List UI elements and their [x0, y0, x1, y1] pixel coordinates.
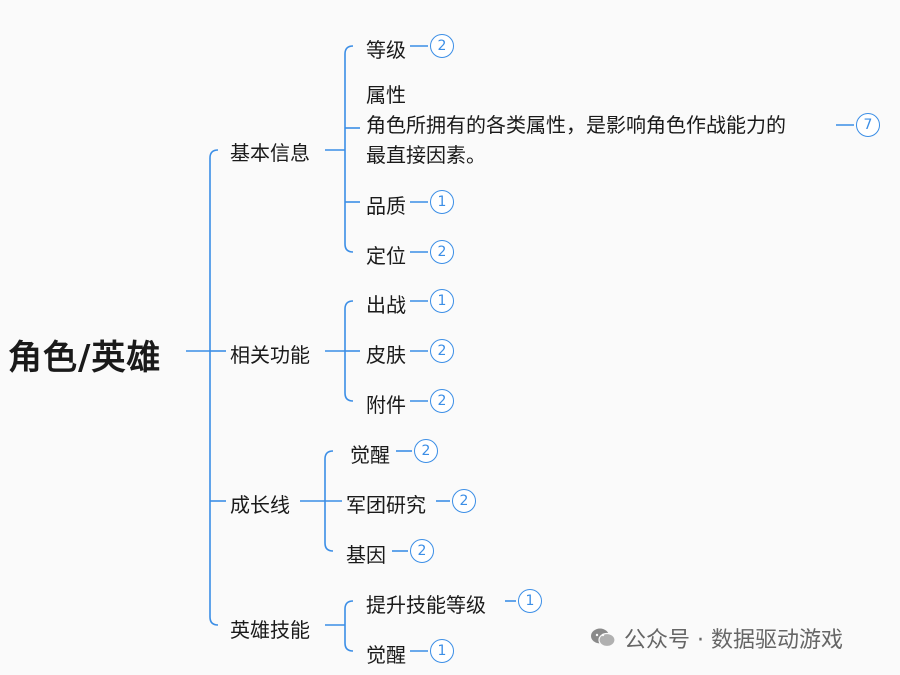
leaf-gene: 基因 [346, 543, 386, 567]
count-badge: 2 [410, 539, 434, 563]
leaf-attributes-title: 属性 [366, 83, 406, 107]
leaf-deploy: 出战 [366, 293, 406, 317]
count-badge: 2 [430, 389, 454, 413]
watermark: 公众号 · 数据驱动游戏 [590, 622, 843, 654]
leaf-attachment: 附件 [366, 393, 406, 417]
root-node: 角色/英雄 [8, 338, 162, 378]
count-badge: 2 [414, 439, 438, 463]
count-badge: 2 [430, 339, 454, 363]
count-badge: 2 [430, 240, 454, 264]
spine-basic-info [344, 45, 354, 253]
leaf-skin: 皮肤 [366, 343, 406, 367]
leaf-level: 等级 [366, 38, 406, 62]
branch-related-functions: 相关功能 [230, 343, 310, 367]
leaf-skill-awaken: 觉醒 [366, 643, 406, 667]
level1-spine [209, 149, 219, 626]
branch-hero-skills: 英雄技能 [230, 618, 310, 642]
count-badge: 2 [452, 489, 476, 513]
watermark-text: 公众号 · 数据驱动游戏 [624, 628, 843, 653]
wechat-icon [591, 628, 616, 648]
count-badge: 2 [430, 34, 454, 58]
leaf-positioning: 定位 [366, 244, 406, 268]
branch-growth-line: 成长线 [230, 493, 290, 517]
leaf-attributes-desc-line1: 角色所拥有的各类属性，是影响角色作战能力的 [366, 113, 786, 137]
count-badge: 1 [518, 589, 542, 613]
leaf-quality: 品质 [366, 194, 406, 218]
leaf-upgrade-skill-level: 提升技能等级 [366, 593, 486, 617]
leaf-attributes: 属性 角色所拥有的各类属性，是影响角色作战能力的 最直接因素。 [366, 80, 786, 170]
count-badge: 7 [856, 113, 880, 137]
count-badge: 1 [430, 639, 454, 663]
leaf-attributes-desc-line2: 最直接因素。 [366, 143, 486, 167]
count-badge: 1 [430, 289, 454, 313]
count-badge: 1 [430, 190, 454, 214]
spine-hero-skills [344, 600, 354, 652]
leaf-legion-research: 军团研究 [346, 493, 426, 517]
leaf-awaken: 觉醒 [350, 443, 390, 467]
branch-basic-info: 基本信息 [230, 141, 310, 165]
